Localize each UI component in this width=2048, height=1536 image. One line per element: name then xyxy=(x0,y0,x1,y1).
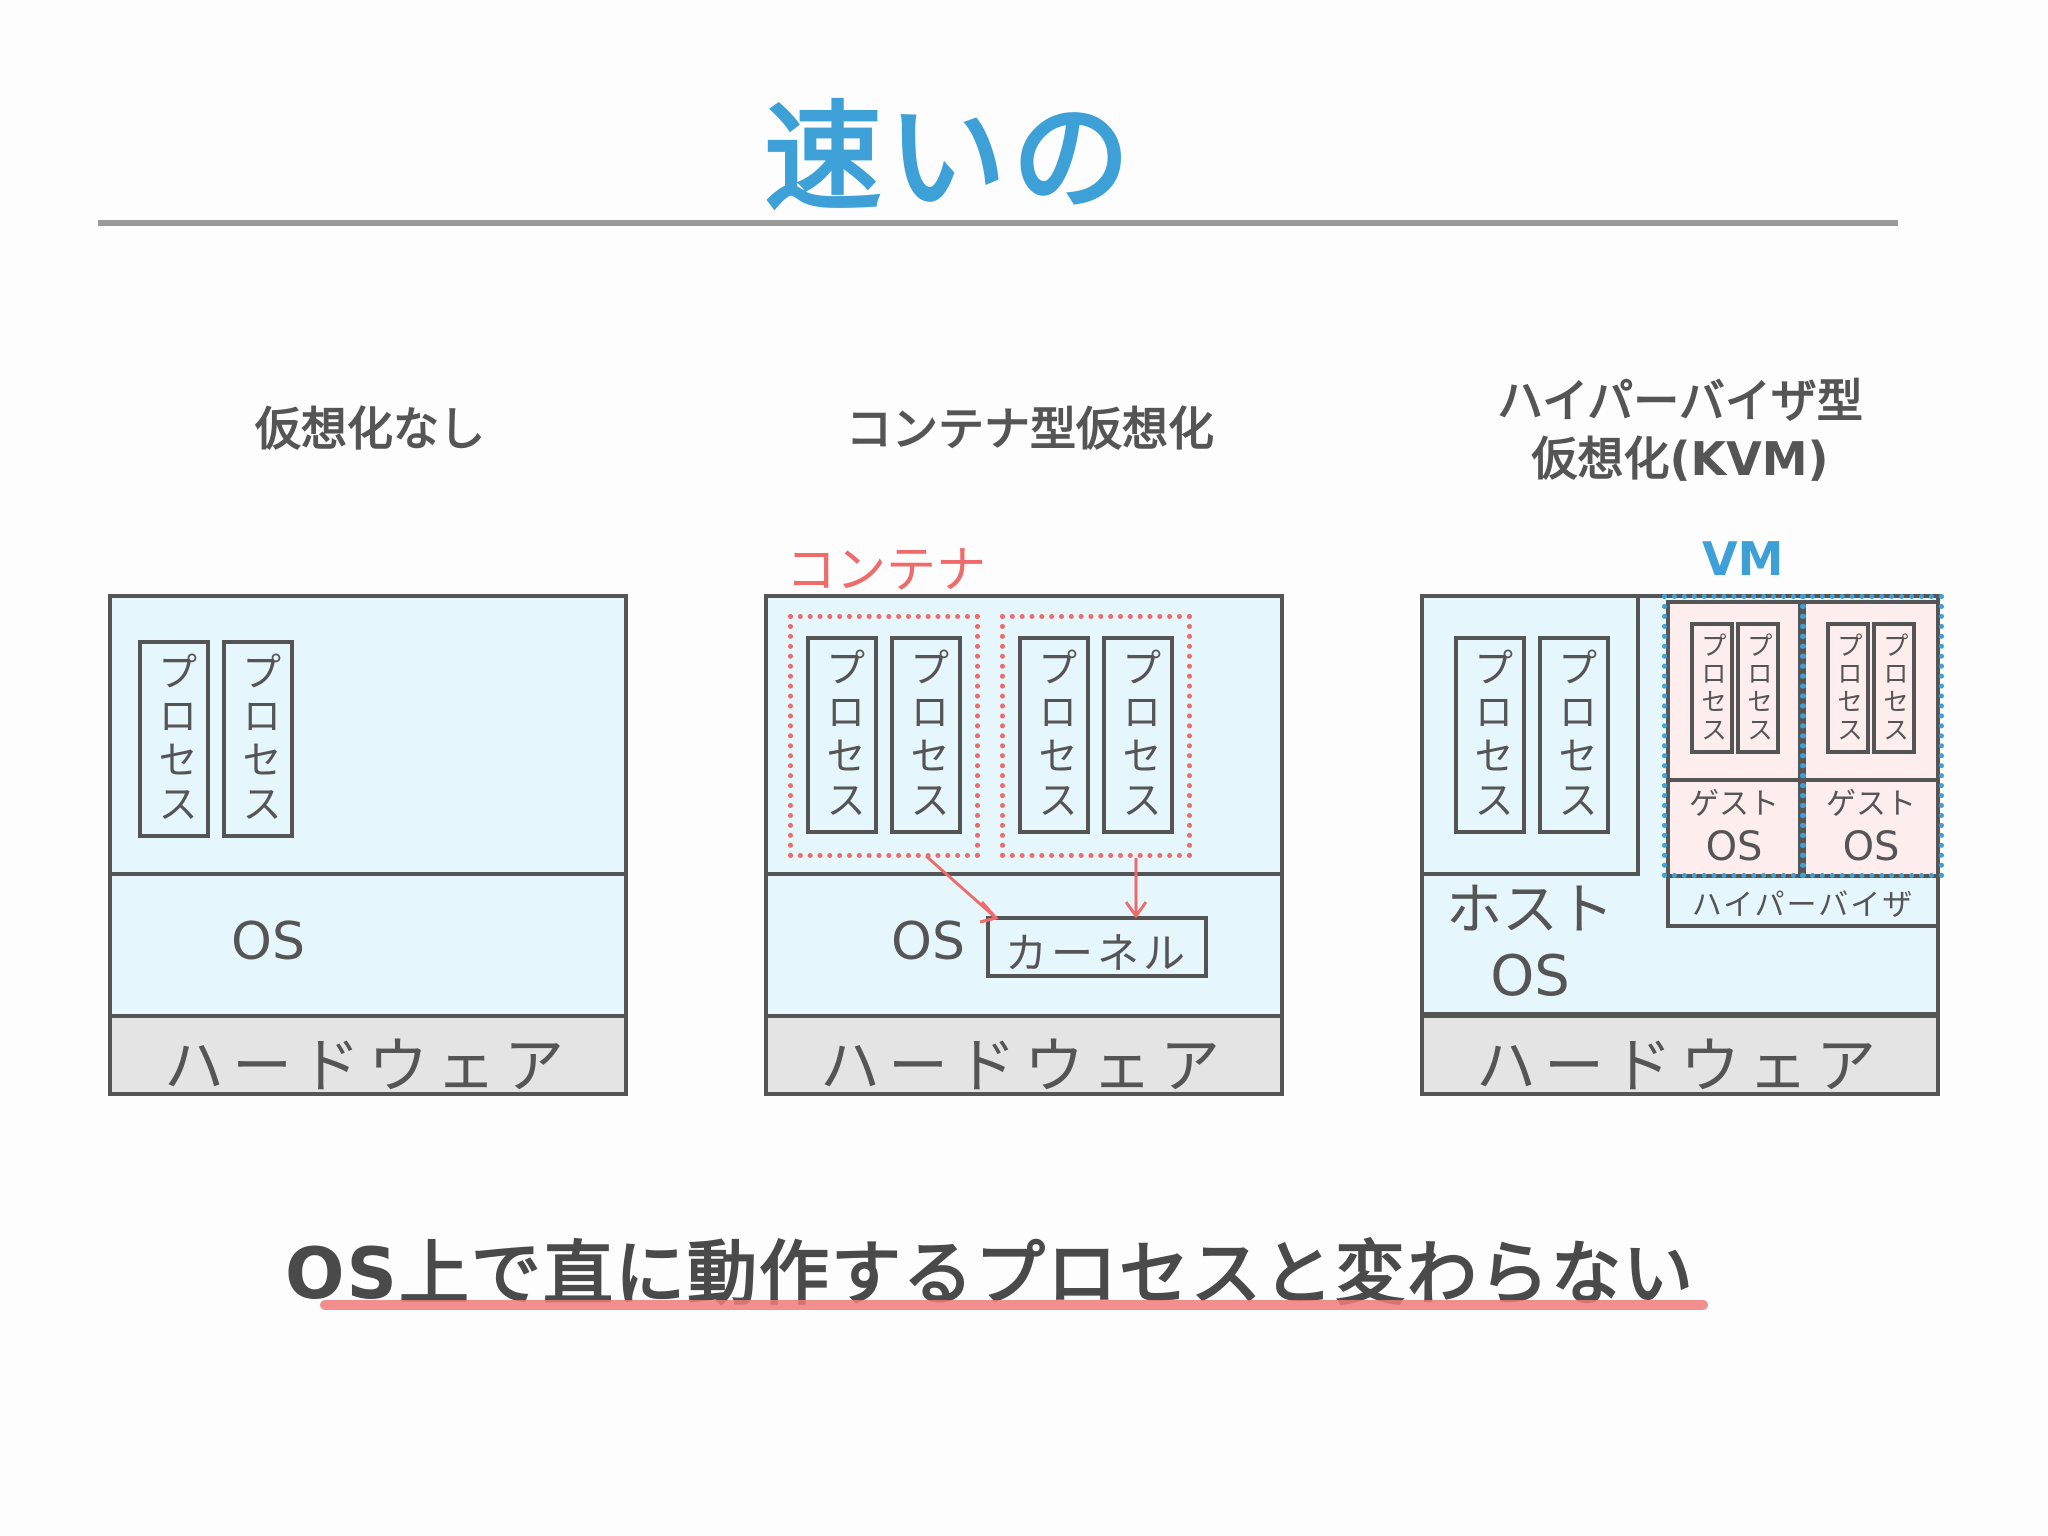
container-hardware-label: ハードウェア xyxy=(820,1032,1228,1102)
container-hardware-layer xyxy=(764,1014,1284,1096)
vm-label: VM xyxy=(1702,532,1784,586)
vm2-guest-os-line2: OS xyxy=(1842,824,1900,870)
hypervisor-hardware-label: ハードウェア xyxy=(1476,1032,1884,1102)
vm2-guest-os: ゲスト OS xyxy=(1802,784,1940,868)
host-process-2: プロセス xyxy=(1538,636,1610,834)
vm2-guest-os-line1: ゲスト xyxy=(1826,787,1916,822)
host-os-label-line1: ホスト xyxy=(1446,878,1614,943)
arrow-1 xyxy=(925,854,997,920)
container-process-1: プロセス xyxy=(806,636,878,834)
container-box-2 xyxy=(1000,614,1192,858)
none-process-1: プロセス xyxy=(138,640,210,838)
page-title: 速いの xyxy=(763,89,1136,227)
col-container-title: コンテナ型仮想化 xyxy=(846,402,1214,456)
hypervisor-hardware-layer xyxy=(1420,1014,1940,1096)
title-divider xyxy=(98,220,1898,226)
container-box-1 xyxy=(788,614,980,858)
arrowhead-1 xyxy=(979,901,999,924)
vm1-guest-os-line2: OS xyxy=(1705,824,1763,870)
container-process-4: プロセス xyxy=(1102,636,1174,834)
caption-underline xyxy=(320,1300,1708,1310)
none-os-label: OS xyxy=(231,912,305,972)
col-hypervisor-title-line1: ハイパーバイザ型 xyxy=(1497,374,1863,428)
host-process-1: プロセス xyxy=(1454,636,1526,834)
container-os-label: OS xyxy=(891,912,965,972)
vm2-divider xyxy=(1802,778,1940,782)
col-hypervisor-title-line2: 仮想化(KVM) xyxy=(1531,432,1829,486)
vm1-process-2: プロセス xyxy=(1736,622,1780,754)
host-os-label: ホスト OS xyxy=(1430,878,1630,1010)
vm2-process-2: プロセス xyxy=(1872,622,1916,754)
none-hardware-layer xyxy=(108,1014,628,1096)
vm1-guest-os: ゲスト OS xyxy=(1666,784,1802,868)
none-os-layer xyxy=(108,872,628,1018)
vm1-guest-os-line1: ゲスト xyxy=(1689,787,1779,822)
kernel-label: カーネル xyxy=(1004,929,1189,978)
none-hardware-label: ハードウェア xyxy=(164,1032,572,1102)
container-process-2: プロセス xyxy=(890,636,962,834)
kernel-box xyxy=(986,916,1208,978)
vm1-divider xyxy=(1666,778,1802,782)
arrowhead-2 xyxy=(1124,901,1148,919)
vm2-process-1: プロセス xyxy=(1826,622,1870,754)
none-process-2: プロセス xyxy=(222,640,294,838)
container-process-3: プロセス xyxy=(1018,636,1090,834)
host-os-label-line2: OS xyxy=(1490,944,1570,1009)
container-label: コンテナ xyxy=(786,541,986,599)
hypervisor-label: ハイパーバイザ xyxy=(1691,888,1915,923)
vm-outline-2 xyxy=(1800,594,1944,878)
vm-outline-1 xyxy=(1662,594,1806,878)
vm1-process-1: プロセス xyxy=(1690,622,1734,754)
col-none-title: 仮想化なし xyxy=(255,402,485,456)
